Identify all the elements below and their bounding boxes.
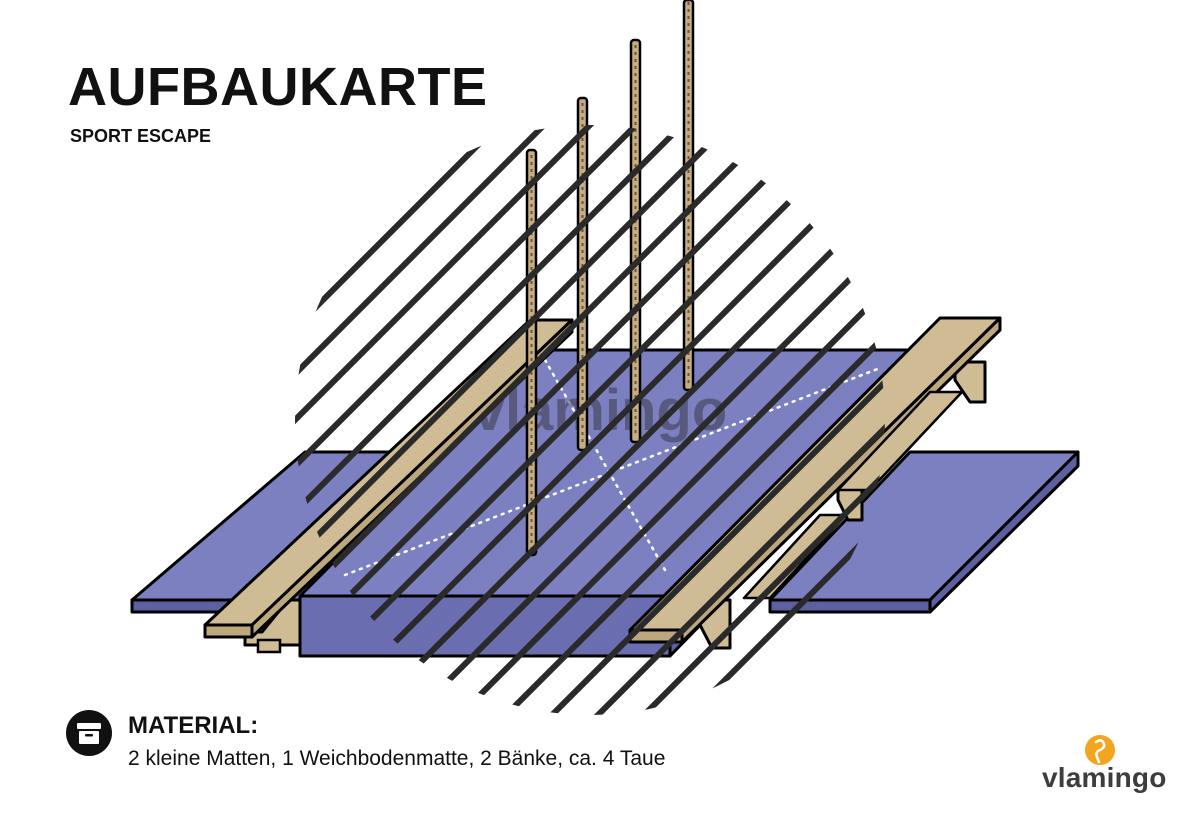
rope-1: [525, 148, 538, 557]
hatch-line: [295, 125, 764, 715]
hatch-line: [1126, 0, 1200, 831]
hatch-line: [295, 125, 718, 715]
page-subtitle: SPORT ESCAPE: [70, 126, 212, 146]
brand-name: vlamingo: [1042, 762, 1167, 793]
small-mat-right: [768, 450, 1080, 614]
hatch-line: [479, 125, 885, 715]
material-list: 2 kleine Matten, 1 Weichbodenmatte, 2 Bä…: [128, 747, 666, 770]
hatch-line: [387, 125, 885, 715]
hatch-line: [295, 125, 885, 715]
box-icon: [66, 710, 112, 756]
hatch-line: [295, 125, 810, 715]
hatch-line: [525, 125, 885, 715]
hatch-line: [295, 125, 672, 715]
material-heading: MATERIAL:: [128, 712, 259, 739]
hatch-line: [942, 0, 1200, 831]
hatch-line: [1080, 0, 1200, 831]
hatch-line: [988, 0, 1200, 831]
rope-4: [682, 0, 695, 392]
hatch-line: [433, 125, 885, 715]
hatch-line: [341, 125, 885, 715]
page-title: AUFBAUKARTE: [68, 57, 488, 117]
hatch-line: [295, 125, 885, 715]
rope-3: [629, 38, 642, 444]
hatch-line: [1034, 0, 1200, 831]
hatch-line: [1172, 0, 1200, 831]
flamingo-logo-icon: [1085, 735, 1115, 765]
bench-left: [203, 318, 574, 654]
